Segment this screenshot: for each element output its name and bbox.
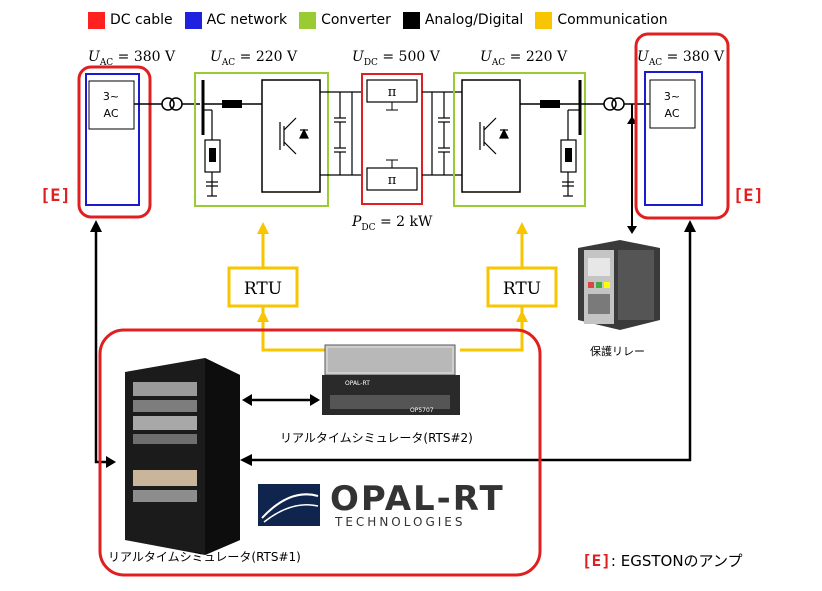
voltage-label-ac-left: UAC = 380 V (88, 49, 176, 68)
opal-rt-logo-text: OPAL-RT (330, 479, 505, 519)
protection-relay-label: 保護リレー (590, 345, 645, 358)
protection-relay-image (578, 240, 660, 330)
legend-swatch (535, 11, 553, 29)
rts2-model-mark: OP5707 (410, 407, 434, 414)
opal-rt-logo-subtext: TECHNOLOGIES (334, 515, 465, 529)
arrow-up-icon (257, 310, 269, 322)
legend-label: Converter (321, 12, 391, 28)
igbt-right-icon (479, 117, 509, 155)
igbt-left-icon (279, 117, 309, 155)
voltage-label-dc: UDC = 500 V (352, 49, 440, 68)
legend-swatch (88, 11, 105, 29)
pi-symbol-bottom: π (388, 173, 397, 188)
legend-item-dc-cable: DC cable (88, 11, 173, 29)
rts1-rack-image (125, 358, 240, 555)
legend-label: AC network (206, 12, 288, 28)
arrow-right-icon (106, 456, 116, 468)
footnote-text: : EGSTONのアンプ (610, 552, 743, 570)
arrow-up-icon (684, 220, 696, 232)
ac-source-left-line2: AC (103, 107, 118, 120)
converter-left-frame (194, 72, 329, 207)
inverter-left-box (261, 79, 321, 193)
egston-amp-left-highlight (77, 65, 152, 219)
ac-source-right-line1: 3~ (664, 90, 680, 103)
legend-item-analog-digital: Analog/Digital (402, 11, 524, 29)
ac-source-left-box (88, 80, 135, 130)
voltage-label-ac-mid-left: UAC = 220 V (210, 49, 298, 68)
egston-amp-right-highlight (634, 32, 730, 220)
legend-item-communication: Communication (535, 11, 668, 29)
legend: DC cable AC network Converter Analog/Dig… (88, 9, 680, 31)
communication-lines (261, 230, 524, 352)
rts2-brand-mark: OPAL-RT (345, 380, 370, 387)
arrow-left-icon (240, 454, 252, 466)
e-tag-left: [E] (40, 186, 71, 206)
inverter-right-box (461, 79, 521, 193)
dc-capacitor-left-icon (334, 92, 353, 175)
legend-item-converter: Converter (299, 11, 391, 29)
rtu-right-label: RTU (503, 279, 541, 299)
pi-symbol-top: π (388, 85, 397, 100)
rtu-left-label: RTU (244, 279, 282, 299)
rts2-unit-image (322, 344, 460, 415)
dc-cable-frame (361, 73, 423, 205)
transformer-left-icon (161, 97, 183, 111)
ac-source-left-line1: 3~ (103, 90, 119, 103)
legend-item-ac-network: AC network (184, 11, 288, 29)
arrow-up-icon (257, 222, 269, 234)
legend-label: Communication (557, 12, 668, 28)
legend-label: Analog/Digital (424, 12, 524, 28)
voltage-label-ac-right: UAC = 380 V (637, 49, 725, 68)
ac-source-right-line2: AC (664, 107, 679, 120)
voltage-label-ac-mid-right: UAC = 220 V (480, 49, 568, 68)
legend-swatch (299, 11, 317, 29)
reactor-right-icon (540, 100, 560, 108)
converter-right-frame (453, 72, 586, 207)
arrow-up-icon (516, 222, 528, 234)
ac-source-left-frame (85, 73, 140, 206)
ac-source-right-frame (644, 71, 703, 206)
dc-capacitor-right-icon (431, 92, 450, 175)
legend-swatch (402, 11, 420, 29)
legend-swatch (184, 11, 202, 29)
opal-rt-logo-icon (258, 484, 320, 526)
arrow-up-icon (90, 220, 102, 232)
footnote-tag: [E] (582, 551, 611, 570)
arrow-left-icon (242, 394, 252, 406)
power-label-dc: PDC = 2 kW (352, 214, 433, 233)
e-tag-right: [E] (733, 186, 764, 206)
transformer-right-icon (603, 97, 625, 111)
arrow-up-icon (516, 310, 528, 322)
footnote: [E]: EGSTONのアンプ (582, 550, 743, 571)
reactor-left-icon (222, 100, 242, 108)
arrow-right-icon (310, 394, 320, 406)
rts2-label: リアルタイムシミュレータ(RTS#2) (280, 431, 473, 445)
rts1-label: リアルタイムシミュレータ(RTS#1) (108, 550, 301, 564)
simulator-highlight (98, 328, 542, 577)
ac-source-right-box (649, 79, 696, 129)
legend-label: DC cable (110, 12, 173, 28)
